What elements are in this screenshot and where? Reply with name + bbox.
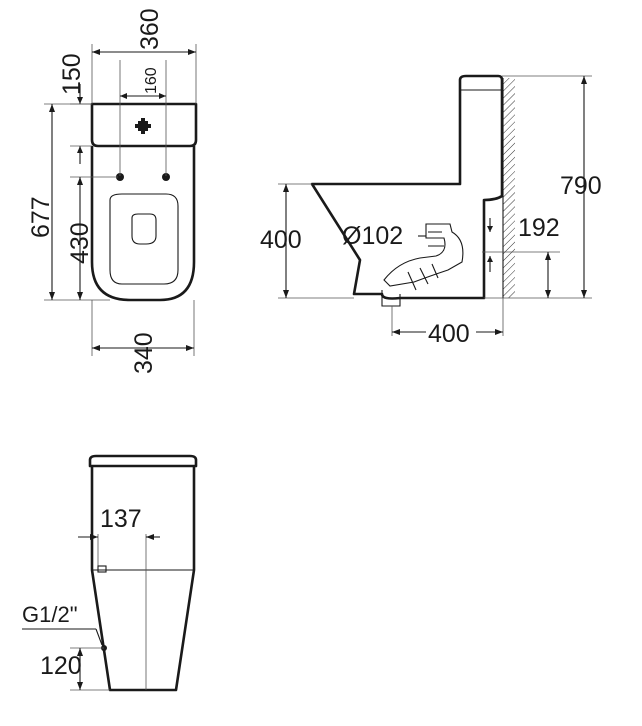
top-view: 360 160 150 677 430 340 [27, 8, 198, 374]
dim-790-label: 790 [560, 172, 602, 200]
dim-340-label: 340 [130, 332, 158, 374]
dim-400-width-label: 400 [428, 320, 470, 348]
front-view: 137 G1/2" 120 [22, 454, 198, 692]
dim-diameter-label: Ø102 [342, 222, 403, 250]
side-view: 790 400 Ø102 192 400 [260, 74, 602, 348]
fixing-hole-right [162, 173, 170, 181]
dim-677-label: 677 [27, 196, 55, 238]
dim-thread-label: G1/2" [22, 602, 78, 627]
top-view-tank [90, 102, 198, 148]
outlet-pipe [383, 223, 464, 287]
dim-430-label: 430 [66, 222, 94, 264]
wall-hatch [503, 78, 515, 298]
side-view-body [310, 74, 504, 300]
dim-192-label: 192 [518, 214, 560, 242]
dim-120-label: 120 [40, 652, 82, 680]
top-view-water [131, 213, 157, 245]
flush-button-icon [135, 118, 151, 134]
dim-137-label: 137 [100, 505, 142, 533]
front-view-body [90, 466, 196, 692]
dim-360-label: 360 [136, 8, 164, 50]
top-view-basin [109, 193, 179, 285]
fixing-hole-left [116, 173, 124, 181]
dim-400-height-label: 400 [260, 226, 302, 254]
dim-150-label: 150 [58, 53, 86, 95]
top-view-bowl [90, 146, 196, 302]
dim-160-label: 160 [143, 67, 160, 94]
front-view-cap [88, 454, 198, 468]
